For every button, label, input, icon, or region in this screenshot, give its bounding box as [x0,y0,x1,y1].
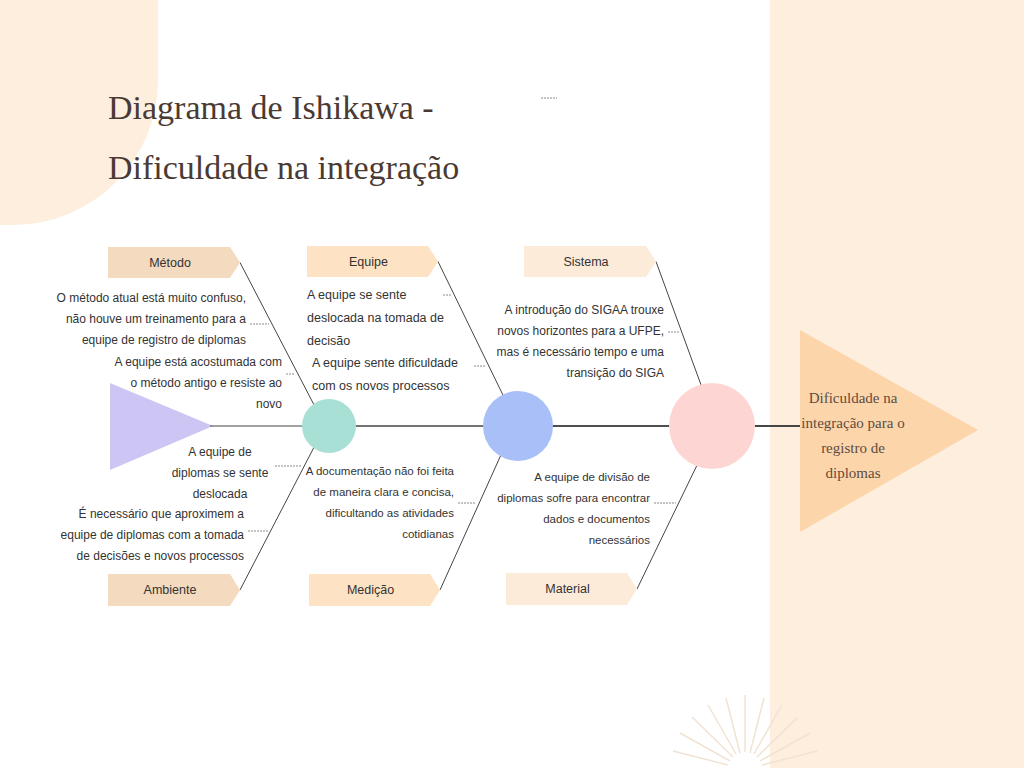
leader-line [443,295,451,296]
cause-text: O método atual está muito confuso, não h… [46,288,246,351]
category-name: Ambiente [108,574,240,606]
category-tag: Equipe [307,246,438,277]
category-tag: Sistema [524,246,656,277]
category-name: Medição [309,574,440,606]
cause-text: A equipe sente dificuldade com os novos … [312,352,476,398]
leader-line [458,503,476,504]
category-name: Sistema [524,246,656,277]
category-tag: Material [506,573,637,605]
ray [744,695,746,752]
tag-fill [309,574,440,606]
ray [762,751,817,765]
ray [750,698,764,753]
spine-circle [669,383,755,469]
cause-text: A documentação não foi feita de maneira … [304,461,454,545]
spine-circle [483,391,553,461]
side-panel [770,0,1024,768]
ray [680,733,730,761]
category-tag: Ambiente [108,574,240,606]
leader-line [248,531,268,532]
tag-fill [524,246,656,277]
effect-text: Dificuldade na integração para o registr… [800,386,906,486]
category-name: Método [108,247,240,278]
ray [673,751,728,765]
cause-text: A introdução do SIGAA trouxe novos horiz… [492,300,664,384]
sunburst [673,695,817,765]
title-dash [541,98,557,99]
spine-circle [302,399,356,453]
category-tag: Medição [309,574,440,606]
ray [754,705,782,754]
category-name: Equipe [307,246,438,277]
tag-fill [307,246,438,277]
category-name: Material [506,573,637,605]
effect-arrow: Dificuldade na integração para o registr… [800,330,978,532]
diagram-title: Diagrama de Ishikawa - Dificuldade na in… [108,78,538,198]
leader-line [668,332,679,333]
cause-text: A equipe está acostumada com o método an… [110,352,282,415]
leader-line [286,374,295,375]
tag-fill [108,247,240,278]
tag-fill [108,574,240,606]
cause-text: É necessário que aproximem a equipe de d… [44,504,244,567]
leader-line [275,466,301,467]
leader-line [654,503,676,504]
cause-text: A equipe se sente deslocada na tomada de… [307,284,457,353]
ray [726,698,740,753]
tag-fill [506,573,637,605]
leader-line [250,324,269,325]
cause-text: A equipe de divisão de diplomas sofre pa… [490,467,650,551]
leader-line [474,366,486,367]
arrow-fill [800,330,978,532]
category-tag: Método [108,247,240,278]
cause-text: A equipe de diplomas se sente deslocada [168,442,272,505]
